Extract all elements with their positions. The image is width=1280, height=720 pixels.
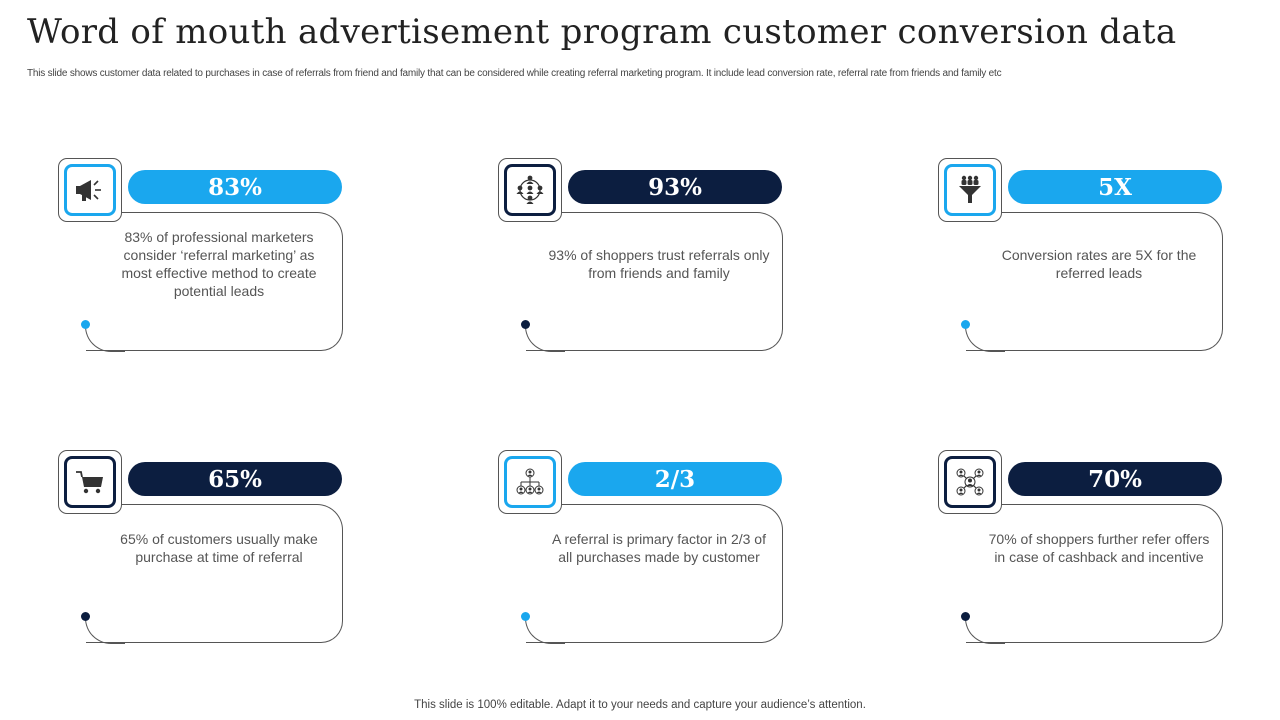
shopping-cart-icon xyxy=(75,469,105,495)
stat-card-cashback-referrals: 70% 70% of shoppers further refer offers… xyxy=(938,450,1228,650)
funnel-icon xyxy=(956,175,984,205)
icon-frame xyxy=(498,450,562,514)
stat-value: 70% xyxy=(1008,462,1222,496)
stat-description: 83% of professional marketers consider ‘… xyxy=(121,229,317,299)
card-outline xyxy=(526,504,783,643)
card-dot xyxy=(521,320,530,329)
stat-description: Conversion rates are 5X for the referred… xyxy=(1001,247,1197,281)
megaphone-icon xyxy=(75,177,105,203)
stat-description: A referral is primary factor in 2/3 of a… xyxy=(552,531,766,565)
stat-description: 70% of shoppers further refer offers in … xyxy=(988,531,1210,565)
stat-value: 93% xyxy=(568,170,782,204)
connected-users-icon xyxy=(955,468,985,496)
card-dot xyxy=(81,320,90,329)
stat-value: 2/3 xyxy=(568,462,782,496)
stat-description: 65% of customers usually make purchase a… xyxy=(120,531,318,565)
slide-subtitle: This slide shows customer data related t… xyxy=(27,68,1002,79)
card-dot xyxy=(961,612,970,621)
slide-title: Word of mouth advertisement program cust… xyxy=(27,12,1177,52)
icon-frame xyxy=(58,158,122,222)
stat-value: 83% xyxy=(128,170,342,204)
slide-footer: This slide is 100% editable. Adapt it to… xyxy=(414,699,866,711)
stat-value: 5X xyxy=(1008,170,1222,204)
card-outline xyxy=(966,212,1223,351)
icon-frame xyxy=(58,450,122,514)
icon-frame xyxy=(938,158,1002,222)
card-dot xyxy=(961,320,970,329)
icon-frame xyxy=(498,158,562,222)
stat-description: 93% of shoppers trust referrals only fro… xyxy=(548,247,770,281)
card-dot xyxy=(81,612,90,621)
people-network-icon xyxy=(514,174,546,206)
card-outline xyxy=(86,504,343,643)
stat-card-lead-generation: 83% 83% of professional marketers consid… xyxy=(58,158,348,358)
stat-card-purchase-timing: 65% 65% of customers usually make purcha… xyxy=(58,450,348,650)
card-outline xyxy=(86,212,343,351)
stat-card-purchase-factor: 2/3 A referral is primary factor in 2/3 … xyxy=(498,450,788,650)
org-hierarchy-icon xyxy=(515,468,545,496)
stat-card-trust-referrals: 93% 93% of shoppers trust referrals only… xyxy=(498,158,788,358)
icon-frame xyxy=(938,450,1002,514)
stat-value: 65% xyxy=(128,462,342,496)
stat-card-conversion-rate: 5X Conversion rates are 5X for the refer… xyxy=(938,158,1228,358)
card-dot xyxy=(521,612,530,621)
card-outline xyxy=(526,212,783,351)
card-outline xyxy=(966,504,1223,643)
